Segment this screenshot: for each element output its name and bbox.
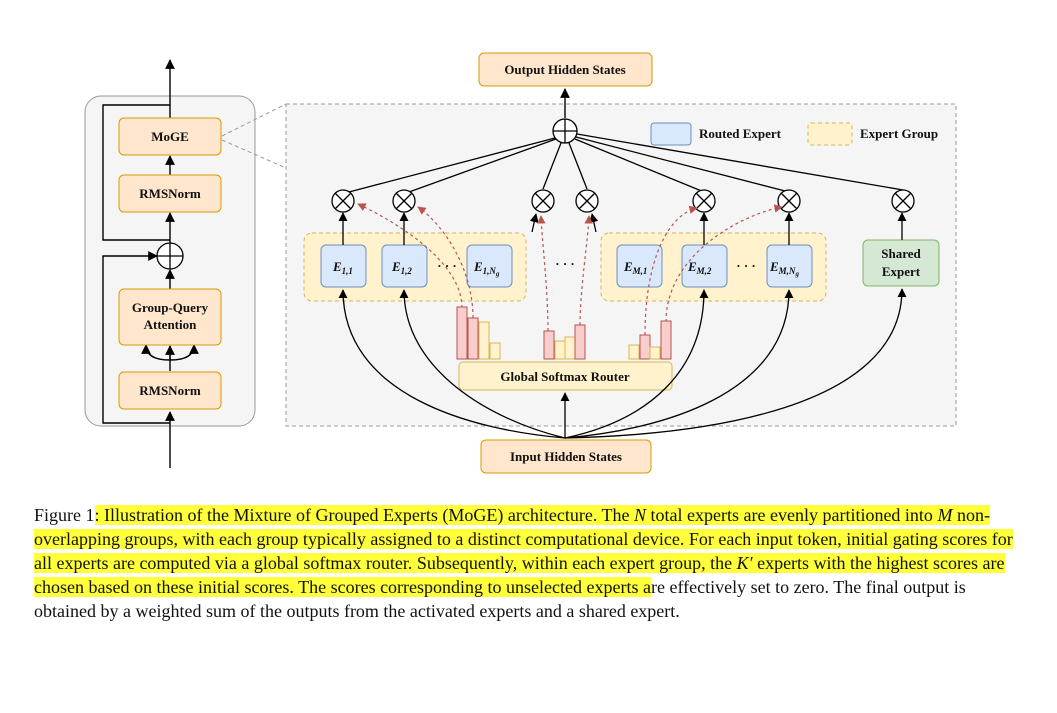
multiplier-node-1 [331, 189, 355, 213]
svg-text:EM,2: EM,2 [687, 259, 712, 276]
multiplier-node-4 [575, 189, 599, 213]
multiplier-node-3 [531, 189, 555, 213]
input-hidden-states-label: Input Hidden States [510, 449, 622, 464]
caption-var-m: M [937, 505, 953, 525]
expert-e-1-2: E1,2 [381, 244, 428, 288]
moge-architecture-diagram: MoGE RMSNorm Group-Query Attention RMSNo… [84, 52, 957, 474]
group1-ellipsis: · · · [437, 258, 457, 273]
caption-var-n: N [634, 505, 647, 525]
expert-e-m-ng-sub: M,N [778, 266, 796, 276]
caption-text-3: non-overlapping groups, with each group … [34, 505, 1013, 573]
global-softmax-router-label: Global Softmax Router [500, 369, 630, 384]
rmsnorm-bottom-box: RMSNorm [118, 371, 222, 410]
output-hidden-states-label: Output Hidden States [504, 62, 625, 77]
expert-e-1-ng-base: E [473, 259, 483, 274]
router-score-bars [456, 306, 672, 360]
gating-score-arrows [357, 203, 783, 336]
multiplier-nodes [331, 189, 915, 213]
global-softmax-router-box: Global Softmax Router [458, 361, 673, 391]
caption-text-2: total experts are evenly partitioned int… [646, 505, 938, 525]
expert-e-m-2-sub: M,2 [696, 266, 712, 276]
expert-e-m-1: EM,1 [616, 244, 663, 288]
zoom-line-lower [221, 139, 287, 169]
svg-text:E1,Ng: E1,Ng [473, 259, 500, 278]
residual-connection-lower [102, 251, 170, 424]
svg-text:E1,2: E1,2 [391, 259, 412, 276]
gqa-label-line1: Group-Query [132, 300, 209, 315]
rmsnorm-bottom-label: RMSNorm [139, 383, 201, 398]
multiplier-node-6 [777, 189, 801, 213]
input-routing-curves [338, 288, 907, 439]
weighted-sum-lines [348, 133, 904, 193]
expert-e-1-2-sub: 1,2 [401, 266, 413, 276]
groupm-ellipsis: · · · [736, 258, 756, 273]
expert-e-1-ng: E1,Ng [466, 244, 513, 288]
caption-var-k: K′ [736, 553, 753, 573]
expert-e-m-1-base: E [623, 259, 633, 274]
group-query-attention-box: Group-Query Attention [118, 288, 222, 346]
legend-group-label: Expert Group [860, 126, 938, 141]
expert-e-1-1: E1,1 [320, 244, 367, 288]
legend-routed-label: Routed Expert [699, 126, 782, 141]
shared-expert-line1: Shared [881, 246, 921, 261]
expert-e-1-1-base: E [332, 259, 342, 274]
between-groups-ellipsis: · · · [555, 256, 575, 271]
multiplier-node-2 [392, 189, 416, 213]
input-hidden-states-box: Input Hidden States [480, 439, 652, 474]
zoom-line-upper [221, 103, 287, 137]
legend: Routed Expert Expert Group [650, 122, 938, 146]
shared-expert-line2: Expert [882, 264, 921, 279]
svg-text:EM,1: EM,1 [623, 259, 647, 276]
caption-lead: Figure 1 [34, 505, 95, 525]
shared-expert-box: Shared Expert [862, 239, 940, 287]
multiplier-node-5 [692, 189, 716, 213]
legend-routed-swatch [650, 122, 692, 146]
expert-e-1-2-base: E [391, 259, 401, 274]
figure-caption: Figure 1: Illustration of the Mixture of… [34, 503, 1022, 623]
caption-text-5: re effectively set to zero. The final ou… [34, 577, 966, 621]
expert-e-m-ng-base: E [769, 259, 779, 274]
expert-e-m-1-sub: M,1 [632, 266, 648, 276]
caption-text-4: experts with the highest scores are chos… [34, 553, 1005, 597]
rmsnorm-top-box: RMSNorm [118, 174, 222, 213]
expert-e-m-2-base: E [687, 259, 697, 274]
expert-e-1-ng-sub: 1,N [483, 266, 497, 276]
residual-add-node [156, 242, 184, 270]
moge-box: MoGE [118, 117, 222, 156]
expert-e-1-1-sub: 1,1 [342, 266, 353, 276]
moge-label: MoGE [151, 129, 189, 144]
expert-e-1-ng-sub2: g [495, 270, 500, 278]
gqa-label-line2: Attention [144, 317, 197, 332]
expert-e-m-ng-sub2: g [794, 270, 799, 278]
rmsnorm-top-label: RMSNorm [139, 186, 201, 201]
expert-e-m-2: EM,2 [681, 244, 728, 288]
caption-text-1: : Illustration of the Mixture of Grouped… [94, 505, 635, 525]
svg-text:E1,1: E1,1 [332, 259, 353, 276]
legend-group-swatch [807, 122, 853, 146]
output-sum-node [552, 118, 578, 144]
residual-connection-upper [102, 104, 170, 241]
output-hidden-states-box: Output Hidden States [478, 52, 653, 87]
expert-e-m-ng: EM,Ng [766, 244, 813, 288]
multiplier-node-shared [891, 189, 915, 213]
svg-text:EM,Ng: EM,Ng [769, 259, 799, 278]
